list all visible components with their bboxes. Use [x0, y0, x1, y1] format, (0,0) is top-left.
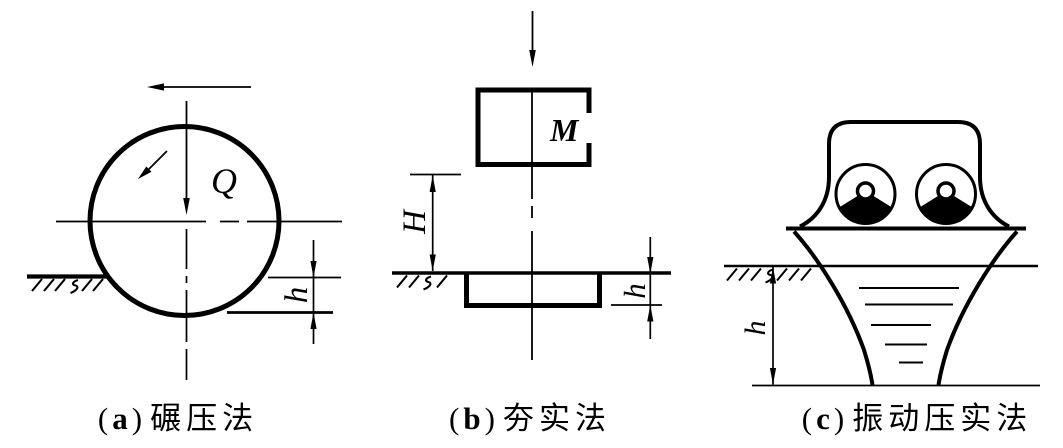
compaction-zone-right-curve — [936, 230, 1019, 386]
caption-b-letter: b — [463, 401, 480, 436]
dim-arrowhead-up — [310, 312, 317, 329]
panel-b-tamping: M H h (b)夯实法 — [392, 11, 671, 436]
dim-arrowhead-down — [769, 368, 777, 385]
hatch-squiggle — [765, 268, 774, 284]
caption-c-paren-open: ( — [802, 401, 812, 436]
rammer-block — [475, 87, 592, 167]
dim-arrowhead-up — [429, 175, 436, 192]
drop-arrowhead — [529, 50, 536, 67]
height-label-h: H — [397, 208, 433, 235]
compacted-layer-lines — [859, 287, 959, 364]
caption-a-paren-open: ( — [98, 401, 108, 436]
ground-hatching — [726, 267, 812, 284]
caption-c-method: 振动压实法 — [852, 401, 1032, 436]
ground-hatching — [396, 274, 448, 291]
mass-label-m: M — [549, 112, 580, 148]
depth-label-h-b: h — [617, 283, 652, 299]
caption-b: (b)夯实法 — [449, 401, 611, 436]
travel-arrowhead — [147, 83, 164, 91]
depth-label-h-a: h — [279, 287, 315, 304]
wheel-hub — [936, 181, 956, 201]
travel-direction-arrow — [147, 83, 251, 91]
depth-dimension-c — [769, 267, 777, 385]
rotation-arrow — [138, 150, 168, 179]
caption-a-method: 碾压法 — [150, 401, 258, 436]
depth-dimension-b — [611, 237, 662, 339]
caption-c-letter: c — [816, 401, 830, 436]
caption-c: (c)振动压实法 — [802, 401, 1032, 436]
eccentric-mass — [839, 191, 892, 224]
dim-arrowhead-down — [647, 257, 654, 274]
caption-a-letter: a — [112, 401, 128, 436]
caption-a-paren-close: ) — [132, 401, 142, 436]
caption-b-paren-close: ) — [485, 401, 495, 436]
hatch-squiggle — [70, 278, 79, 294]
vibrator-body — [799, 120, 1010, 229]
rotation-arrowhead — [138, 166, 152, 179]
depth-label-h-c: h — [739, 321, 772, 336]
caption-c-paren-close: ) — [834, 401, 844, 436]
hatch-squiggle — [423, 275, 432, 291]
dim-arrowhead-down — [429, 254, 436, 271]
dim-arrowhead-up — [647, 305, 654, 322]
eccentric-wheel-left — [834, 163, 897, 225]
ground-hatching — [31, 278, 104, 294]
drop-height-dimension — [410, 173, 461, 271]
dim-arrowhead-up — [769, 267, 777, 284]
load-force-arrow — [183, 101, 190, 215]
caption-b-method: 夯实法 — [503, 401, 611, 436]
eccentric-mass — [919, 191, 973, 224]
drop-arrow — [529, 11, 536, 67]
depth-dimension-a — [227, 240, 341, 344]
caption-b-paren-open: ( — [449, 401, 459, 436]
wheel-hub — [855, 181, 876, 201]
caption-a: (a)碾压法 — [98, 401, 258, 436]
eccentric-wheel-right — [915, 163, 977, 225]
compaction-zone-left-curve — [792, 230, 875, 386]
dim-arrowhead-down — [310, 261, 317, 278]
pit-outline — [464, 273, 602, 308]
load-arrowhead — [183, 198, 190, 215]
panel-c-vibration: h (c)振动压实法 — [724, 120, 1040, 436]
load-label-q: Q — [211, 161, 237, 201]
panel-a-rolling: Q h (a)碾压法 — [27, 83, 342, 436]
